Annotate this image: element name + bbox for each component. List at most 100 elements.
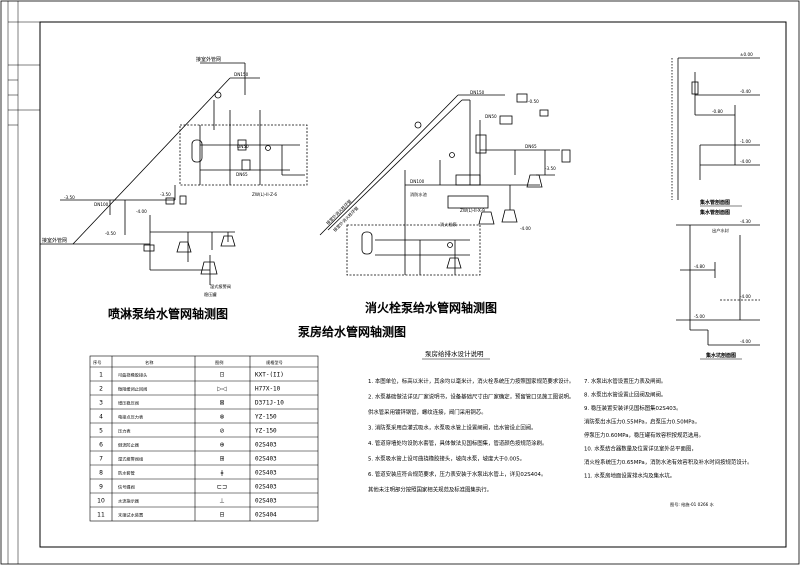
notes-right: 7. 水泵出水管设置压力表及闸阀。8. 水泵出水管设置止回阀及闸阀。9. 稳压装… <box>584 377 753 480</box>
legend-row-spec: KXT-(II) <box>255 372 284 379</box>
legend-row-name: 倒流防止器 <box>118 442 140 449</box>
legend-row-spec: 02S403 <box>255 442 277 449</box>
hydrant-elev-3: -4.00 <box>520 226 531 231</box>
legend-row-spec: 02S403 <box>255 484 277 491</box>
section-elev-4: -1.00 <box>740 139 751 144</box>
note-right-line: 9. 稳压装置安装详见国标图集02S403。 <box>584 404 682 412</box>
legend-row-symbol: ⊠ <box>219 400 224 407</box>
hydrant-diagram-title: 消火栓泵给水管网轴测图 <box>365 300 497 315</box>
hydrant-dn100: DN100 <box>410 179 425 184</box>
legend-row-name: 可曲挠橡胶接头 <box>118 372 147 379</box>
legend-row-no: 7 <box>99 456 103 463</box>
note-left-line: 4. 管道穿墙处均设防水套管，具体做法见国标图集，管道颜色按规范涂刷。 <box>368 439 547 447</box>
legend-row-no: 1 <box>99 372 103 379</box>
note-right-line: 8. 水泵出水管设置止回阀及闸阀。 <box>584 391 666 399</box>
note-right-line: 10. 水泵结合器数量及位置详见室外总平面图， <box>584 445 697 453</box>
note-left-line: 2. 水泵基础做法详见厂家说明书，设备基础尺寸由厂家确定，预留管口见施工图说明。 <box>368 393 574 401</box>
note-left-line: 其他未注明部分按照国家相关规范及标准图集执行。 <box>368 486 492 494</box>
legend-row-symbol: ⊗ <box>219 414 224 421</box>
spray-elev-1: -3.50 <box>64 195 75 200</box>
spray-pump-diagram <box>40 62 308 285</box>
legend-header-spec: 规格型号 <box>266 359 283 366</box>
legend-row-name: 防水套管 <box>118 470 135 477</box>
note-left-line: 5. 水泵吸水管上设可曲挠橡胶接头，坡向水泵，坡度大于0.005。 <box>368 455 525 463</box>
legend-row-name: 湿式报警阀组 <box>118 456 143 463</box>
legend-row-no: 10 <box>97 498 105 505</box>
note-right-line: 消防泵出水压力0.55MPa，启泵压力0.50MPa， <box>584 418 700 426</box>
spray-from-network-label: 接室外管网 <box>196 56 221 63</box>
legend-header-symbol: 图例 <box>215 359 223 366</box>
legend-row-symbol: ⊟ <box>219 512 224 519</box>
outlet-label: 出户水封 <box>712 227 729 234</box>
spray-labels: 接室外管网 接室外管网 DN150 DN100 DN65 DN50 ZW(L)-… <box>42 56 277 321</box>
section-elev-1: ±0.00 <box>740 52 753 57</box>
spray-diagram-title: 喷淋泵给水管网轴测图 <box>108 306 228 321</box>
legend-row-spec: 02S403 <box>255 470 277 477</box>
spray-tank-label: 稳压罐 <box>204 291 217 298</box>
section-elev-2: -0.40 <box>740 89 751 94</box>
spray-dn65-label: DN65 <box>236 172 248 177</box>
legend-row-spec: 02S403 <box>255 498 277 505</box>
legend-row-symbol: ⊞ <box>219 456 224 463</box>
section-labels: ±0.00 -0.40 -0.80 -1.00 -4.00 -4.30 -4.8… <box>694 52 753 359</box>
legend-headers: 序号 名称 图例 规格型号 <box>93 359 283 366</box>
spray-elev-4: -0.50 <box>105 231 116 236</box>
spray-alarm-label: 湿式报警阀 <box>210 283 231 290</box>
legend-row-name: 电接点压力表 <box>118 414 144 421</box>
legend-row-name: 压力表 <box>118 428 131 435</box>
pumproom-diagram-title: 泵房给水管网轴测图 <box>298 324 406 339</box>
legend-row-name: 信号蝶阀 <box>118 484 135 491</box>
legend-row-no: 3 <box>99 400 103 407</box>
drawing-number: 图号: 给施-01 0266 水 <box>670 501 715 508</box>
legend-table <box>89 355 319 522</box>
spray-to-network-label: 接室外管网 <box>42 237 67 244</box>
legend-row-no: 4 <box>99 414 103 421</box>
pit-section-title-2: 集水管剖面图 <box>699 199 730 206</box>
section-elev-9: -5.00 <box>694 314 705 319</box>
section-elev-5: -4.00 <box>740 159 751 164</box>
hydrant-dn150: DN150 <box>470 90 485 95</box>
legend-row-spec: YZ-150 <box>255 428 277 435</box>
legend-row-no: 2 <box>99 386 103 393</box>
legend-row-no: 9 <box>99 484 103 491</box>
hydrant-pump-note: 消火栓泵 <box>440 221 457 228</box>
notes-left: 1. 本图单位，标高以米计，其余均以毫米计，消火栓系统压力按照国家规范要求设计。… <box>368 377 574 494</box>
notes-heading: 泵房给排水设计说明 <box>425 349 484 358</box>
legend-row-symbol: ǂ <box>221 470 224 477</box>
note-left-line: 6. 管道安装应符合规范要求，压力表安装于水泵出水管上，详见02S404。 <box>368 470 546 478</box>
sump-section-title: 集水坑剖面图 <box>705 352 736 359</box>
legend-row-no: 6 <box>99 442 103 449</box>
legend-row-name: 增压稳压阀 <box>118 400 139 407</box>
hydrant-labels: 接室外消火栓环管 接室外消火栓环管 ZW(L)-II-X-9 消火栓泵 消防水池… <box>324 90 556 315</box>
spray-pump-model-label: ZW(L)-II-Z-6 <box>252 192 277 197</box>
legend-header-no: 序号 <box>93 359 101 366</box>
legend-row-no: 5 <box>99 428 103 435</box>
section-elev-3: -0.80 <box>712 109 723 114</box>
legend-row-name: 微阻缓闭止回阀 <box>118 386 147 393</box>
legend-header-name: 名称 <box>145 359 153 366</box>
note-left-line: 1. 本图单位，标高以米计，其余均以毫米计，消火栓系统压力按照国家规范要求设计。 <box>368 377 574 385</box>
note-right-line: 停泵压力0.60MPa，稳压罐有效容积按规范选用。 <box>584 431 704 439</box>
hydrant-room-label: 消防水池 <box>410 191 428 198</box>
hydrant-elev-1: -0.50 <box>528 99 539 104</box>
legend-row-spec: D371J-10 <box>255 400 284 407</box>
section-elev-10: -4.00 <box>740 339 751 344</box>
hydrant-pump-model: ZW(L)-II-X-9 <box>460 208 485 213</box>
section-elev-7: -4.80 <box>694 264 705 269</box>
hydrant-elev-2: -3.50 <box>545 166 556 171</box>
legend-row-name: 水流指示器 <box>118 498 140 505</box>
legend-row-symbol: ⊥ <box>219 498 224 505</box>
spray-dn50-label: DN50 <box>237 144 249 149</box>
note-right-line: 11. 水泵房地面设置排水沟及集水坑。 <box>584 472 675 480</box>
spray-dn150-label: DN150 <box>234 72 249 77</box>
spray-elev-3: -3.50 <box>160 192 171 197</box>
legend-row-name: 末端试水装置 <box>118 512 143 519</box>
spray-elev-2: -4.00 <box>136 209 147 214</box>
note-right-line: 消火栓系统压力0.65MPa，消防水池有效容积及补水时间按规范设计。 <box>584 458 753 466</box>
spray-dn100-label: DN100 <box>94 202 109 207</box>
legend-row-symbol: ▷◁ <box>217 386 227 393</box>
section-elev-8: -4.00 <box>740 294 751 299</box>
hydrant-dn50: DN50 <box>485 114 497 119</box>
